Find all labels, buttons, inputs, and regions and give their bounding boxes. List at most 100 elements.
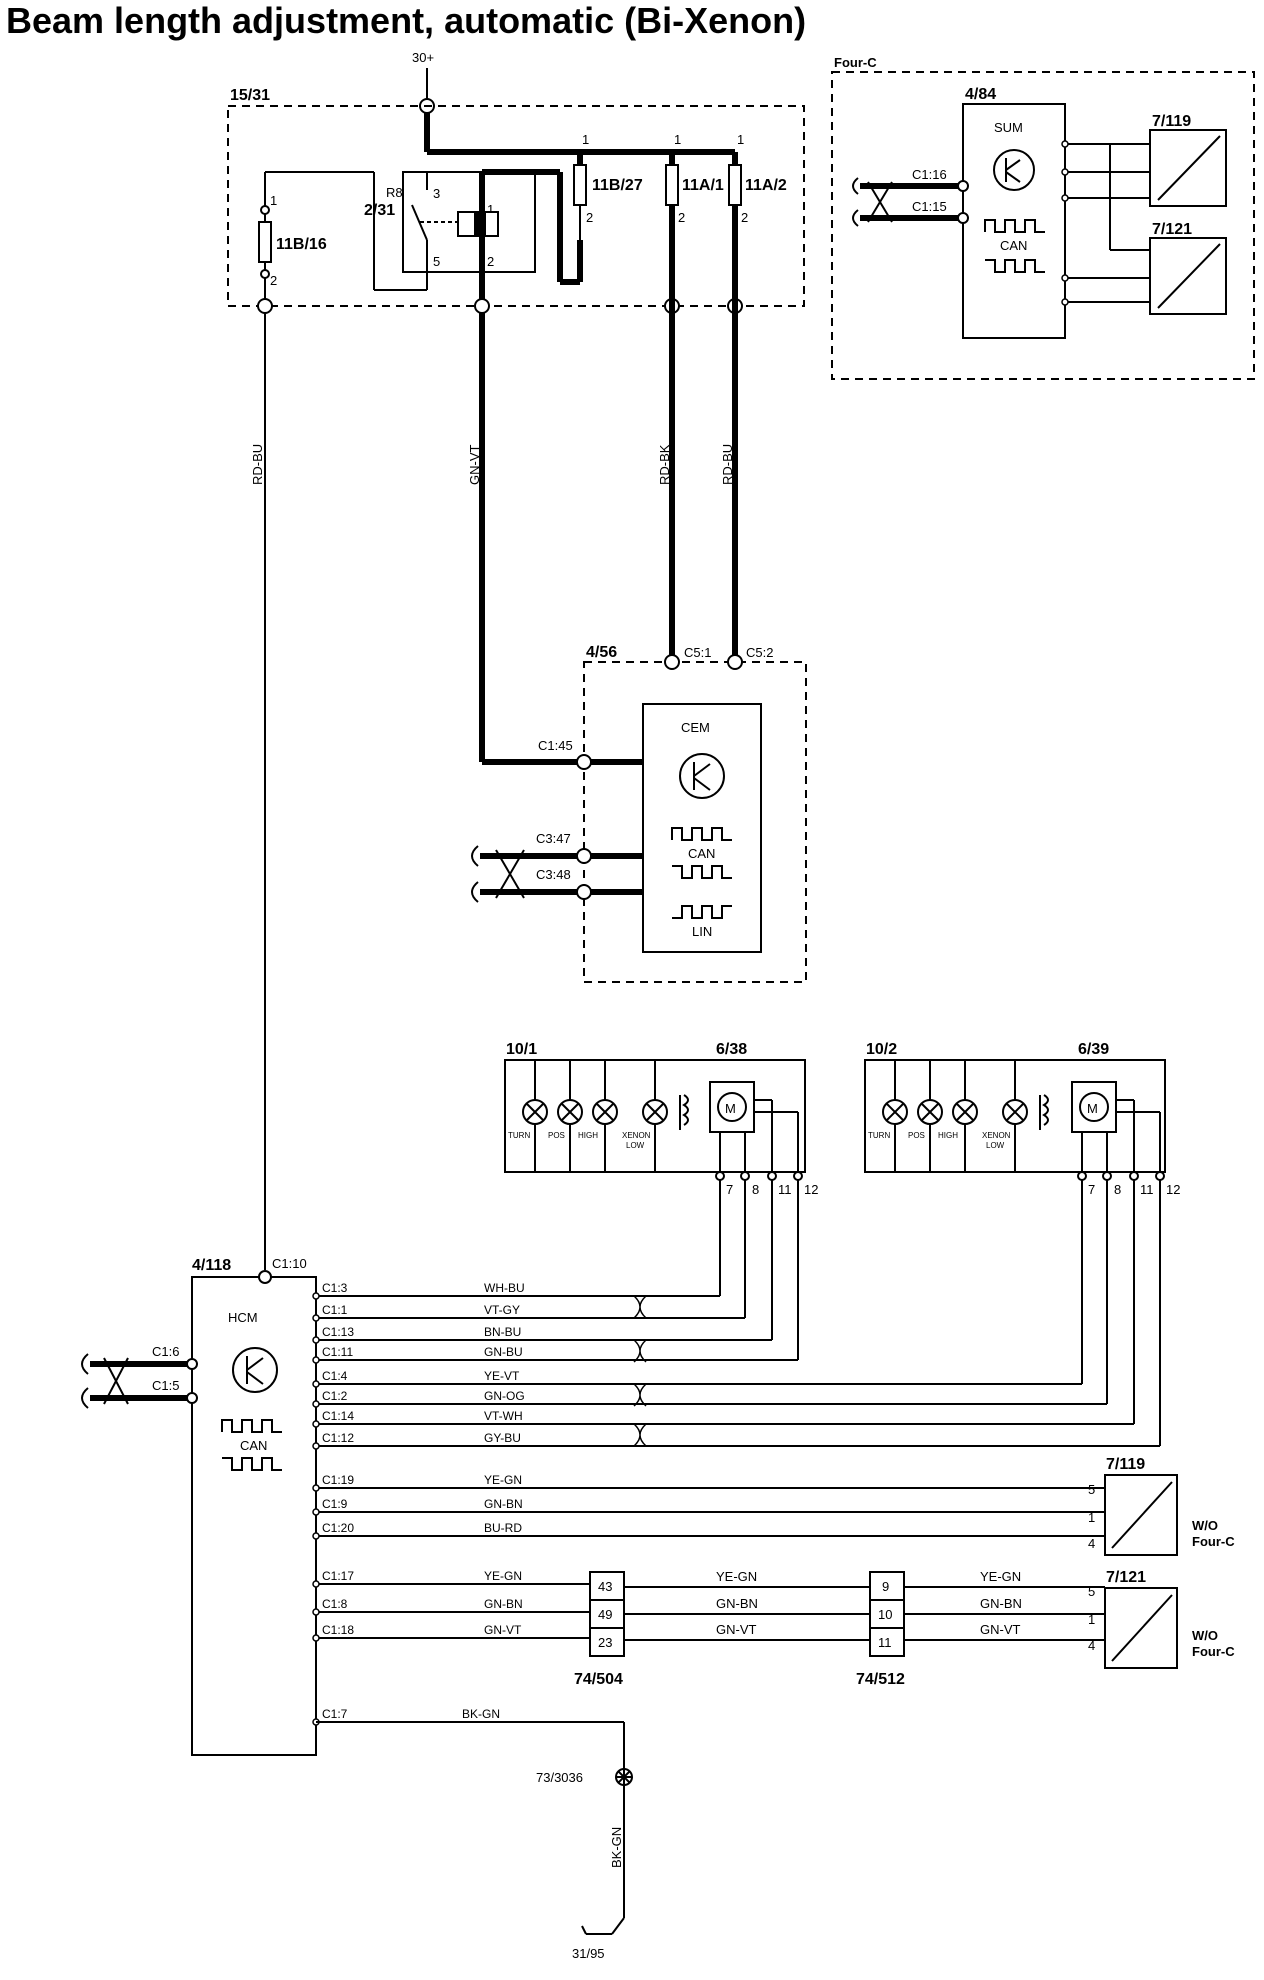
cem-c145: C1:45 [538,738,573,753]
hcm-wire-label: WH-BU [484,1281,525,1295]
hcm-can-breaks [81,1353,89,1409]
sensor-7-119-pin1: 1 [1088,1510,1095,1525]
relay-box-id: 15/31 [230,87,270,104]
sensor-7-121-note2: Four-C [1192,1644,1235,1659]
fuse11a1-p1: 1 [674,132,681,147]
sum-pin-a-label: C1:16 [912,167,947,182]
motor-6-38-icon [717,1092,747,1122]
hcm-pin-label: C1:9 [322,1497,348,1511]
fuse16-id: 11B/16 [276,236,327,253]
hl2-pin-node-11 [1129,1171,1139,1181]
hcm-pin-node [312,1484,320,1492]
hl1-lamp-pos: POS [548,1131,565,1140]
ground-wire-label: BK-GN [609,1827,624,1868]
hcm-wire-label: GN-VT [484,1623,522,1637]
fuse16-pin1-node [260,205,270,215]
cem-c51: C5:1 [684,645,711,660]
hl2-pin-node-7 [1077,1171,1087,1181]
relay-name: R8 [386,185,403,200]
hl1-lamp-low: LOW [626,1141,645,1150]
hcm-pin-label: C1:14 [322,1409,354,1423]
hl1-pin12: 12 [804,1182,818,1197]
diagram-title: Beam length adjustment, automatic (Bi-Xe… [6,0,807,41]
fuse16-p2: 2 [270,273,277,288]
hcm-pin-node [312,1634,320,1642]
sensor-7-119-note1: W/O [1192,1518,1218,1533]
connector-74-504 [589,1571,625,1657]
sum-name: SUM [994,120,1023,135]
hcm-id: 4/118 [192,1257,231,1274]
connector-74-512 [869,1571,905,1657]
fuse-11a2-body [728,164,742,206]
hcm-pin-node [312,1420,320,1428]
pos-lamp-x [921,1103,939,1121]
far-wire-label-1: YE-GN [980,1569,1021,1584]
cem-pin-c5-1 [664,654,680,670]
fuse27-id: 11B/27 [592,177,643,194]
hl1-pin8: 8 [752,1182,759,1197]
hl2-pin12: 12 [1166,1182,1180,1197]
sum-pin-c1-15 [957,212,969,224]
sensor-7-121-fourc-id: 7/121 [1152,221,1192,238]
hcm-can-wave-bottom [222,1457,282,1471]
fuse11a2-id: 11A/2 [745,177,787,194]
relay-pin1: 1 [487,202,494,217]
motor-6-39-m: M [1087,1101,1098,1116]
conn512-pin-9: 9 [882,1579,889,1594]
fuse11a2-p1: 1 [737,132,744,147]
cem-c348: C3:48 [536,867,571,882]
hcm-pin-node [312,1442,320,1450]
far-wire-label-2: GN-BN [980,1596,1022,1611]
sensor-7-119-fourc-id: 7/119 [1152,113,1191,130]
headlamp-10-1-lamps: TURN POS HIGH XENON LOW [508,1060,689,1172]
hcm-pin-c1-5 [186,1392,198,1404]
hl2-lamp-xenon: XENON [982,1131,1011,1140]
twist-marker-icon [633,1295,647,1319]
conn512-pin-11: 11 [878,1635,892,1650]
hl1-pin11: 11 [778,1182,792,1197]
hl2-pin8: 8 [1114,1182,1121,1197]
hcm-pin-node [312,1356,320,1364]
xenon-lamp-x [1006,1103,1024,1121]
hcm-pin-node [312,1292,320,1300]
cem-outline [583,661,807,983]
sum-pin-c1-16 [957,180,969,192]
ground-point-symbol [616,1769,632,1785]
relay-switch-blade [411,204,428,241]
sum-pin-b-label: C1:15 [912,199,947,214]
relay-id: 2/31 [364,202,395,219]
sensor-7-121-id: 7/121 [1106,1569,1146,1586]
hcm-pin-node [312,1608,320,1616]
hl2-lamp-high: HIGH [938,1131,958,1140]
connector-74-504-id: 74/504 [574,1671,623,1688]
hcm-pin-label: C1:20 [322,1521,354,1535]
hcm-pin-node [312,1400,320,1408]
wire-label-rd-bu-left: RD-BU [250,444,265,485]
fuse16-pin2-node [260,269,270,279]
cem-transistor-symbol [693,762,711,791]
cem-can-wave-top [671,827,732,841]
hcm-pin-label: C1:1 [322,1303,348,1317]
hcm-wire-label: BK-GN [462,1707,500,1721]
cem-lin: LIN [692,924,712,939]
cem-twist [495,849,525,899]
sum-node-2 [1061,168,1069,176]
xenon-lamp-x [646,1103,664,1121]
mid-wire-label-2: GN-BN [716,1596,758,1611]
hl1-lamp-turn: TURN [508,1131,530,1140]
fuse11a1-id: 11A/1 [682,177,724,194]
turn-lamp-x [886,1103,904,1121]
hl1-pin-node-11 [767,1171,777,1181]
cem-can-breaks [471,845,479,903]
terminal-rd-bu-left [257,298,273,314]
sum-node-1 [1061,140,1069,148]
fuse-11a1: 1 2 11A/1 [665,132,724,225]
motor-6-38-id: 6/38 [716,1041,747,1058]
wire-label-gn-vt: GN-VT [467,445,482,486]
fuse11a1-p2: 2 [678,210,685,225]
conn504-pin-49: 49 [598,1607,612,1622]
cem-c347: C3:47 [536,831,571,846]
sensor-7-119-fourc-diag [1157,135,1221,201]
four-c-outline [831,71,1255,380]
